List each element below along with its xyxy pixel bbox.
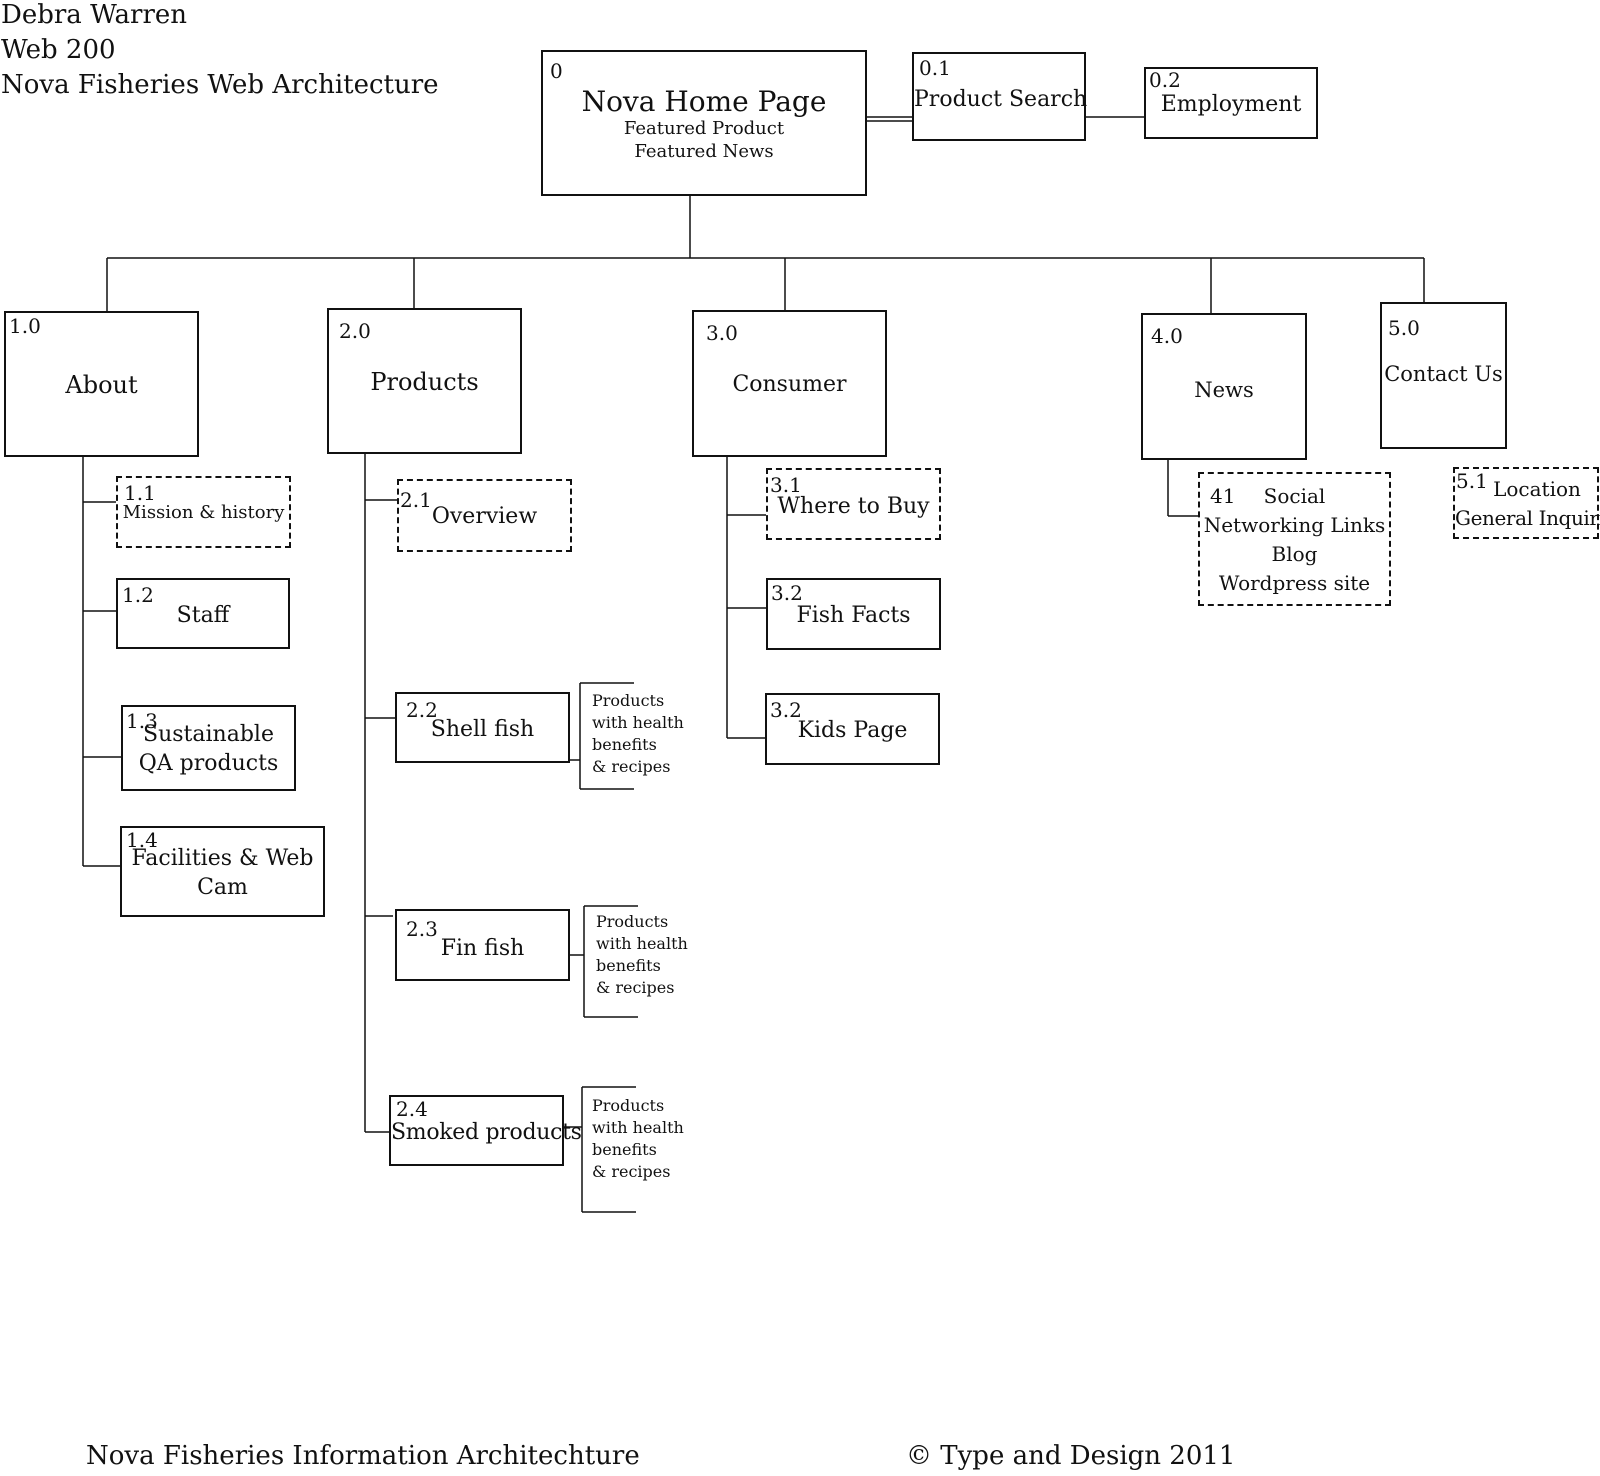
home-featured-news: Featured News	[634, 141, 774, 162]
finfish-note: Products with health benefits & recipes	[596, 911, 688, 999]
footer-copyright: © Type and Design 2011	[906, 1441, 1236, 1471]
note-line: with health	[592, 713, 684, 732]
node-number: 41	[1210, 484, 1236, 508]
note-line: & recipes	[592, 1162, 671, 1181]
note-line: with health	[596, 934, 688, 953]
node-number: 3.0	[706, 321, 738, 345]
social-networking-line2: Networking Links	[1203, 513, 1386, 537]
news-box[interactable]: 4.0 News	[1141, 313, 1307, 460]
author-name: Debra Warren	[1, 0, 188, 30]
diagram-title: Nova Fisheries Web Architecture	[1, 70, 439, 100]
footer-left-caption: Nova Fisheries Information Architechture	[86, 1441, 640, 1471]
node-number: 3.1	[770, 473, 802, 497]
home-page-box[interactable]: 0 Nova Home Page Featured Product Featur…	[541, 50, 867, 196]
finfish-box[interactable]: 2.3 Fin fish	[395, 909, 570, 981]
fish-facts-label: Fish Facts	[796, 603, 911, 628]
course-name: Web 200	[1, 35, 116, 65]
note-line: & recipes	[596, 978, 675, 997]
note-line: benefits	[596, 956, 661, 975]
product-search-label: Product Search	[914, 87, 1088, 112]
social-networking-line3: Blog	[1271, 542, 1318, 566]
node-number: 5.0	[1388, 316, 1420, 340]
sustainable-qa-line2: QA products	[138, 751, 279, 776]
consumer-label: Consumer	[732, 372, 847, 397]
node-number: 0	[550, 59, 563, 83]
social-networking-line1: Social	[1263, 484, 1326, 508]
node-number: 2.3	[406, 917, 438, 941]
facilities-webcam-line1: Facilities & Web	[131, 846, 314, 871]
kids-page-box[interactable]: 3.2 Kids Page	[765, 693, 940, 765]
mission-history-label: Mission & history	[122, 502, 285, 523]
facilities-webcam-line2: Cam	[197, 875, 248, 900]
consumer-box[interactable]: 3.0 Consumer	[692, 310, 887, 457]
node-number: 1.3	[126, 709, 158, 733]
smoked-products-note: Products with health benefits & recipes	[592, 1095, 684, 1183]
where-to-buy-label: Where to Buy	[777, 494, 930, 519]
overview-label: Overview	[431, 504, 538, 529]
products-label: Products	[370, 368, 479, 396]
smoked-products-label: Smoked products	[391, 1120, 582, 1145]
location-inquiries-box[interactable]: 5.1 Location General Inquiries	[1453, 467, 1600, 539]
node-number: 2.4	[396, 1097, 428, 1121]
finfish-label: Fin fish	[440, 936, 525, 961]
node-number: 2.1	[400, 488, 432, 512]
smoked-products-box[interactable]: 2.4 Smoked products	[389, 1095, 582, 1166]
employment-label: Employment	[1160, 92, 1302, 117]
node-number: 3.2	[771, 581, 803, 605]
location-label: Location	[1493, 477, 1581, 501]
social-networking-box[interactable]: 41 Social Networking Links Blog Wordpres…	[1198, 472, 1391, 606]
news-label: News	[1194, 378, 1254, 402]
about-box[interactable]: 1.0 About	[4, 311, 199, 457]
sustainable-qa-line1: Sustainable	[143, 722, 274, 747]
node-number: 4.0	[1151, 324, 1183, 348]
general-inquiries-label: General Inquiries	[1455, 506, 1600, 530]
node-number: 5.1	[1456, 469, 1488, 493]
node-number: 2.2	[406, 698, 438, 722]
fish-facts-box[interactable]: 3.2 Fish Facts	[766, 578, 941, 650]
mission-history-box[interactable]: 1.1 Mission & history	[116, 476, 291, 548]
where-to-buy-box[interactable]: 3.1 Where to Buy	[766, 468, 941, 540]
staff-box[interactable]: 1.2 Staff	[116, 578, 290, 649]
note-line: benefits	[592, 735, 657, 754]
node-number: 3.2	[770, 698, 802, 722]
employment-box[interactable]: 0.2 Employment	[1144, 67, 1318, 139]
staff-label: Staff	[176, 603, 230, 628]
node-number: 0.1	[919, 56, 951, 80]
node-number: 0.2	[1149, 68, 1181, 92]
note-line: Products	[596, 912, 669, 931]
note-line: with health	[592, 1118, 684, 1137]
kids-page-label: Kids Page	[797, 718, 908, 743]
overview-box[interactable]: 2.1 Overview	[397, 479, 572, 552]
facilities-webcam-box[interactable]: 1.4 Facilities & Web Cam	[120, 826, 325, 917]
home-featured-product: Featured Product	[623, 118, 785, 139]
contact-us-box[interactable]: 5.0 Contact Us	[1380, 302, 1507, 449]
shellfish-label: Shell fish	[430, 717, 535, 742]
shellfish-box[interactable]: 2.2 Shell fish	[395, 692, 570, 763]
node-number: 1.1	[124, 481, 156, 505]
home-page-title: Nova Home Page	[581, 85, 827, 118]
node-number: 1.2	[122, 583, 154, 607]
note-line: Products	[592, 1096, 665, 1115]
node-number: 2.0	[339, 319, 371, 343]
note-line: & recipes	[592, 757, 671, 776]
note-line: benefits	[592, 1140, 657, 1159]
about-label: About	[65, 371, 138, 399]
node-number: 1.4	[126, 828, 158, 852]
products-box[interactable]: 2.0 Products	[327, 308, 522, 454]
product-search-box[interactable]: 0.1 Product Search	[912, 52, 1088, 141]
note-line: Products	[592, 691, 665, 710]
shellfish-note: Products with health benefits & recipes	[592, 690, 684, 778]
node-number: 1.0	[9, 314, 41, 338]
social-networking-line4: Wordpress site	[1218, 571, 1371, 595]
sustainable-qa-box[interactable]: 1.3 Sustainable QA products	[121, 705, 296, 791]
contact-us-label: Contact Us	[1384, 362, 1503, 386]
